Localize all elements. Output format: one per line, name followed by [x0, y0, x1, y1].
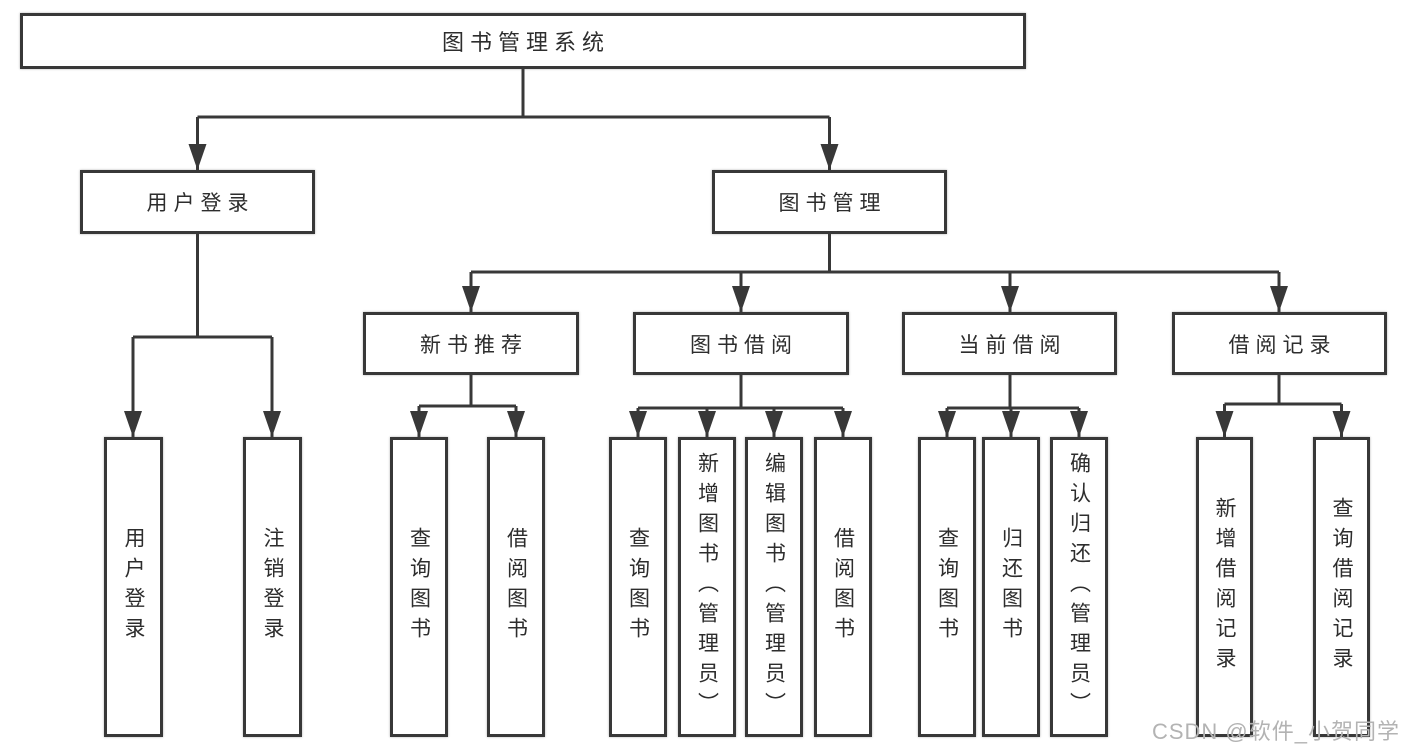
node-label: 归还图书 — [999, 527, 1023, 647]
node-label: 用户登录 — [146, 192, 255, 215]
node-label: 用户登录 — [122, 527, 145, 647]
leaf-return-books: 归还图书 — [982, 437, 1040, 737]
node-label: 新增借阅记录 — [1213, 497, 1236, 677]
node-label: 注销登录 — [261, 527, 284, 647]
node-label: 查询借阅记录 — [1330, 497, 1353, 677]
node-label: 借阅图书 — [831, 527, 855, 647]
leaf-user-login: 用户登录 — [104, 437, 163, 737]
node-library-management-system: 图书管理系统 — [20, 13, 1026, 69]
node-label: 确认归还（管理员） — [1067, 452, 1091, 722]
node-label: 当前借阅 — [958, 333, 1067, 357]
leaf-edit-books-admin: 编辑图书（管理员） — [745, 437, 803, 737]
node-label: 图书借阅 — [690, 333, 798, 357]
leaf-add-books-admin: 新增图书（管理员） — [678, 437, 736, 737]
leaf-confirm-return-admin: 确认归还（管理员） — [1050, 437, 1108, 737]
node-user-login: 用户登录 — [80, 170, 315, 234]
node-label: 查询图书 — [407, 527, 431, 647]
node-current-borrowing: 当前借阅 — [902, 312, 1117, 375]
leaf-query-borrow-record: 查询借阅记录 — [1313, 437, 1370, 737]
node-label: 图书管理 — [778, 192, 887, 215]
node-label: 借阅图书 — [504, 527, 528, 647]
leaf-query-books-recommend: 查询图书 — [390, 437, 448, 737]
node-label: 编辑图书（管理员） — [762, 452, 786, 722]
leaf-logout: 注销登录 — [243, 437, 302, 737]
node-label: 新书推荐 — [420, 333, 528, 357]
leaf-add-borrow-record: 新增借阅记录 — [1196, 437, 1253, 737]
csdn-watermark: CSDN @软件_小贺同学 — [1151, 719, 1400, 744]
node-book-management: 图书管理 — [712, 170, 947, 234]
node-label: 图书管理系统 — [441, 30, 610, 55]
node-new-book-recommendation: 新书推荐 — [363, 312, 579, 375]
node-label: 查询图书 — [935, 527, 959, 647]
leaf-borrow-books-borrowing: 借阅图书 — [814, 437, 872, 737]
leaf-query-books-current: 查询图书 — [918, 437, 976, 737]
node-book-borrowing: 图书借阅 — [633, 312, 849, 375]
node-label: 查询图书 — [626, 527, 650, 647]
node-borrowing-records: 借阅记录 — [1172, 312, 1387, 375]
leaf-borrow-books-recommend: 借阅图书 — [487, 437, 545, 737]
node-label: 借阅记录 — [1228, 333, 1337, 357]
leaf-query-books-borrowing: 查询图书 — [609, 437, 667, 737]
node-label: 新增图书（管理员） — [695, 452, 719, 722]
